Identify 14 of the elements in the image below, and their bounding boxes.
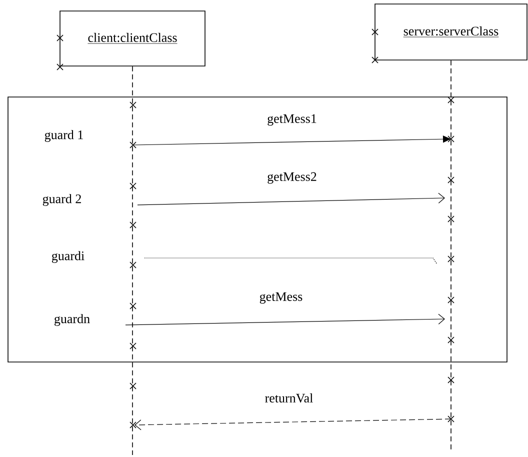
message-arrow (125, 314, 445, 326)
guard-label: guard 1 (44, 130, 83, 142)
message-arrow (137, 192, 445, 206)
guard-label: guard 2 (42, 194, 81, 206)
edge-label: getMess1 (266, 113, 318, 127)
edge-label: returnVal (264, 392, 314, 404)
message-arrow (132, 136, 451, 146)
edge-label: getMess2 (266, 171, 318, 185)
object-box: client:clientClass (60, 10, 206, 66)
message-arrow (134, 418, 452, 430)
object-box: server:serverClass (374, 4, 528, 60)
guard-label: guardn (54, 314, 90, 326)
edge-label: getMess (258, 291, 304, 305)
guard-label: guardi (52, 251, 84, 263)
